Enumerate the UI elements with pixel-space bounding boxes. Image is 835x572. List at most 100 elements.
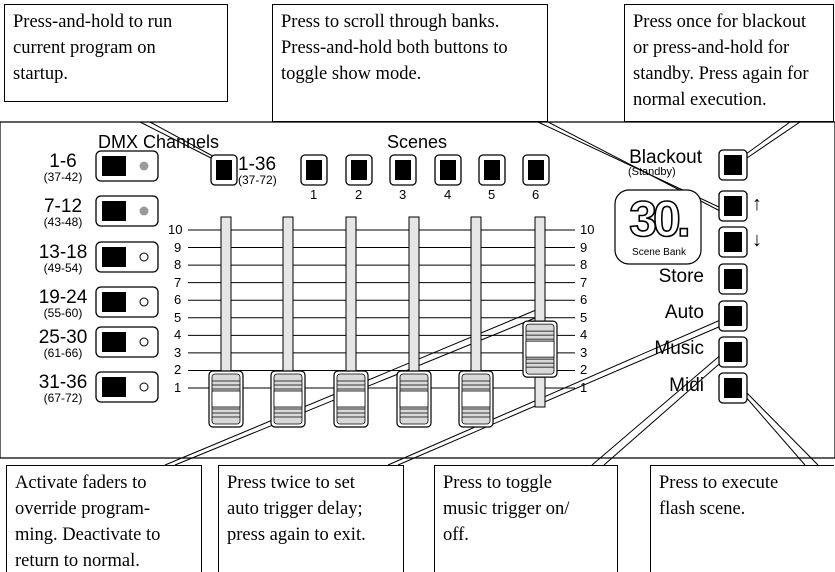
fader-knob[interactable]: [396, 370, 432, 428]
channel-led-icon: [139, 297, 149, 307]
scale-tick-right: 4: [580, 327, 588, 343]
scene-button-5[interactable]: [478, 154, 506, 186]
fader-2[interactable]: [270, 216, 306, 428]
scene-button-3[interactable]: [389, 154, 417, 186]
right-buttons-group: [718, 149, 748, 404]
fader-3[interactable]: [333, 216, 369, 428]
scene-number: 6: [532, 187, 540, 202]
fader-knob[interactable]: [270, 370, 306, 428]
channel-label-main: 31-36: [38, 372, 88, 393]
channel-label-2: 7-12(43-48): [30, 197, 96, 228]
channel-button-4[interactable]: [95, 286, 159, 318]
fader-1[interactable]: [208, 216, 244, 428]
channel-label-sub: (67-72): [43, 391, 83, 405]
scene-number: 5: [488, 187, 496, 202]
scene-button-1[interactable]: [300, 154, 328, 186]
fader-knob[interactable]: [208, 370, 244, 428]
scene-button-2[interactable]: [345, 154, 373, 186]
callout-blackout: Press once for blackout or press-and-hol…: [624, 4, 834, 122]
fader-track: [534, 216, 546, 408]
scene-button-6[interactable]: [522, 154, 550, 186]
channel-buttons-group: [95, 150, 159, 403]
scene-number: 2: [355, 187, 363, 202]
fader-knob[interactable]: [458, 370, 494, 428]
auto-label: Auto: [664, 302, 704, 323]
scenes-title: Scenes: [387, 132, 448, 152]
scale-tick-right: 1: [580, 380, 588, 395]
display-label: Scene Bank: [632, 247, 686, 258]
channel-label-4: 19-24(55-60): [30, 288, 96, 319]
channel-label-main: 25-30: [38, 327, 88, 348]
blackout-label: Blackout: [629, 147, 702, 168]
scale-tick-left: 3: [174, 344, 182, 360]
scale-tick-left: 2: [174, 362, 182, 378]
callout-music-trigger: Press to toggle music trigger on/ off.: [434, 465, 618, 572]
channel-button-5[interactable]: [95, 326, 159, 358]
channel-button-3[interactable]: [95, 241, 159, 273]
auto-button[interactable]: [718, 300, 748, 332]
channel-button-6[interactable]: [95, 371, 159, 403]
callout-flash-scene: Press to execute flash scene.: [650, 465, 834, 572]
bank-button-label: 1-36 (37-72): [238, 155, 282, 186]
fader-4[interactable]: [396, 216, 432, 428]
channel-label-6: 31-36(67-72): [30, 373, 96, 404]
scale-tick-right: 2: [580, 362, 588, 378]
store-button[interactable]: [718, 263, 748, 295]
scale-tick-left: 7: [174, 274, 182, 290]
scroll-up-icon: ↑: [752, 193, 762, 215]
channel-label-sub: (37-42): [43, 170, 83, 184]
scale-tick-left: 1: [174, 380, 182, 395]
scale-tick-left: 4: [174, 327, 182, 343]
scroll-down-button[interactable]: [718, 226, 748, 258]
store-label: Store: [658, 266, 704, 287]
scale-tick-right: 8: [580, 257, 588, 273]
channel-label-3: 13-18(49-54): [30, 243, 96, 274]
bank-button[interactable]: [210, 154, 238, 186]
scale-tick-left: 5: [174, 309, 182, 325]
dmx-channels-title: DMX Channels: [98, 132, 220, 152]
channel-label-sub: (55-60): [43, 306, 83, 320]
channel-label-sub: (49-54): [43, 261, 83, 275]
channel-label-sub: (43-48): [43, 215, 83, 229]
scale-tick-left: 10: [168, 222, 183, 237]
channel-label-1: 1-6(37-42): [30, 152, 96, 183]
scale-tick-right: 6: [580, 292, 588, 308]
faders-group: [208, 216, 558, 428]
channel-button-2[interactable]: [95, 195, 159, 227]
standby-label: (Standby): [628, 166, 676, 178]
fader-knob[interactable]: [522, 320, 558, 378]
scene-button-4[interactable]: [434, 154, 462, 186]
callout-run-on-startup: Press-and-hold to run current program on…: [4, 4, 228, 102]
bank-button-main: 1-36: [238, 154, 277, 175]
panel-outline: [0, 121, 835, 459]
scroll-down-icon: ↓: [752, 229, 762, 251]
music-label: Music: [654, 338, 704, 359]
channel-label-sub: (61-66): [43, 346, 83, 360]
channel-led-icon: [139, 252, 149, 262]
channel-label-main: 1-6: [49, 151, 77, 172]
bank-button-sub: (37-72): [238, 173, 277, 187]
blackout-button[interactable]: [718, 149, 748, 181]
scale-tick-right: 3: [580, 344, 588, 360]
scene-number: 1: [310, 187, 318, 202]
display-value: 30.: [628, 191, 691, 247]
scroll-up-button[interactable]: [718, 190, 748, 222]
channel-label-main: 7-12: [43, 196, 83, 217]
midi-button[interactable]: [718, 372, 748, 404]
channel-button-1[interactable]: [95, 150, 159, 182]
channel-led-icon: [139, 337, 149, 347]
channel-label-main: 19-24: [38, 287, 88, 308]
fader-6[interactable]: [522, 216, 558, 408]
scale-tick-right: 10: [580, 222, 595, 237]
music-button[interactable]: [718, 336, 748, 368]
scale-tick-right: 5: [580, 309, 588, 325]
fader-knob[interactable]: [333, 370, 369, 428]
fader-5[interactable]: [458, 216, 494, 428]
scene-bank-display: [614, 189, 702, 265]
callout-activate-faders: Activate faders to override program- min…: [6, 465, 202, 572]
scale-tick-right: 9: [580, 239, 588, 255]
scene-number: 4: [444, 187, 452, 202]
scene-number: 3: [399, 187, 407, 202]
